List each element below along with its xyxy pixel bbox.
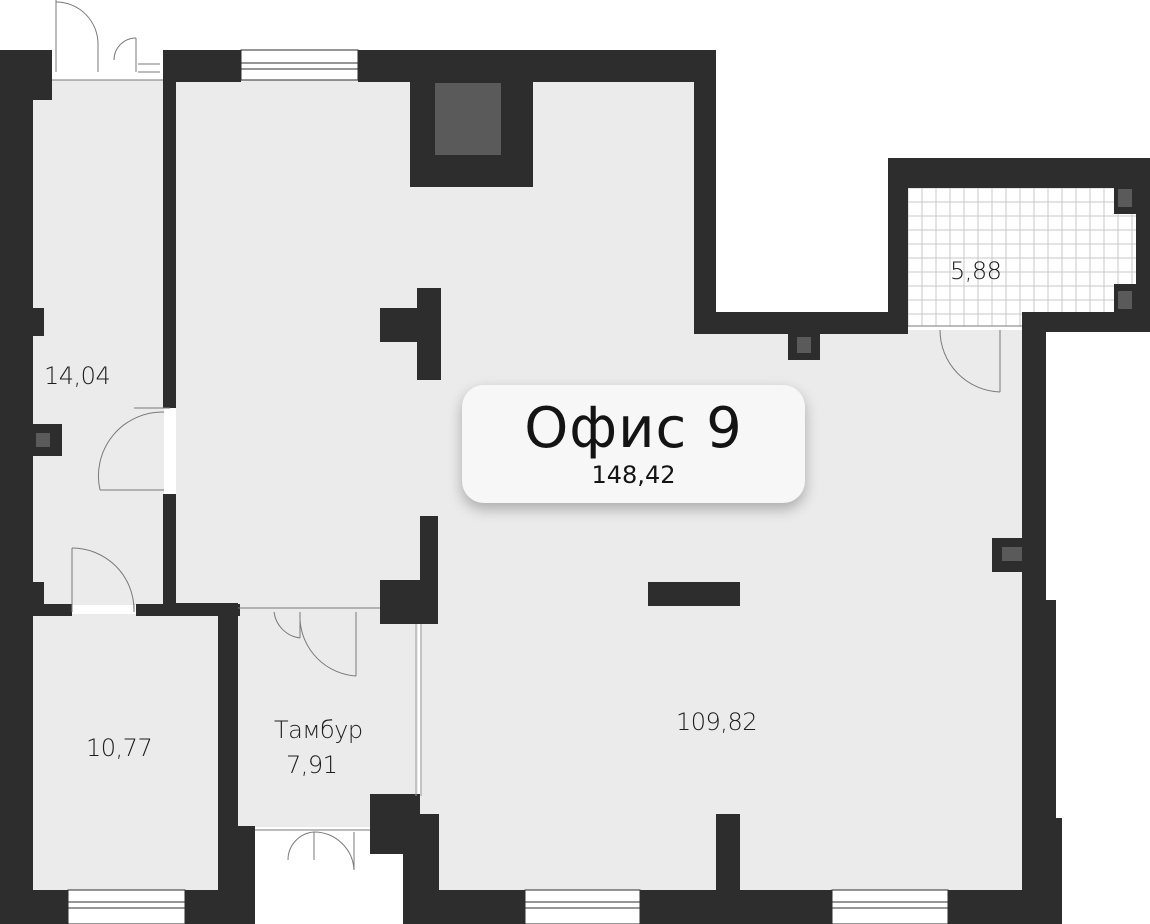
wall-bath-bottom-right xyxy=(1022,312,1150,332)
door-vestibule-top xyxy=(238,607,380,677)
wall-top-main-a xyxy=(163,50,241,82)
office-total-area: 148,42 xyxy=(591,461,676,489)
room-vestibule-name: Тамбур xyxy=(274,716,363,744)
window-bottom-1 xyxy=(67,889,186,924)
windows xyxy=(67,49,949,924)
column-corridor-lower xyxy=(32,582,44,606)
floor-vestibule xyxy=(238,612,418,827)
window-bottom-2 xyxy=(524,889,641,924)
wall-office-top-left xyxy=(32,604,72,616)
wall-main-right-upper xyxy=(694,50,716,330)
wall-bottom-stub xyxy=(716,814,740,924)
walls xyxy=(0,50,1150,924)
room-corridor-area: 14,04 xyxy=(44,362,111,390)
wall-step-horizontal xyxy=(694,312,908,334)
column-corridor-inner xyxy=(36,433,50,447)
window-top xyxy=(240,49,359,81)
wall-hall-bar xyxy=(648,582,740,606)
door-bathroom xyxy=(908,325,1022,393)
wall-right-upper xyxy=(1022,312,1046,616)
doors xyxy=(52,0,1022,871)
wall-bath-left xyxy=(888,158,908,334)
floor-corridor xyxy=(32,80,164,605)
floor-main-strip xyxy=(696,330,1026,340)
column-step-inner xyxy=(797,337,811,353)
wall-bottom-e xyxy=(948,890,1062,924)
column-bath-2-inner xyxy=(1118,291,1132,309)
wall-vest-bottom-wall xyxy=(403,814,439,924)
wall-vest-column xyxy=(420,516,438,608)
shaft-top xyxy=(435,83,501,155)
room-bathroom-area: 5,88 xyxy=(950,257,1002,285)
room-office-left-area: 10,77 xyxy=(86,734,153,762)
wall-bottom-a xyxy=(0,890,68,924)
wall-corridor-right-upper xyxy=(163,80,176,408)
window-bottom-3 xyxy=(831,889,949,924)
wall-t-horizontal xyxy=(380,308,424,342)
wall-left-outer xyxy=(0,50,33,924)
room-main-hall-area: 109,82 xyxy=(676,708,757,736)
wall-corridor-right-lower xyxy=(163,494,176,614)
wall-vest-top-a xyxy=(176,603,238,613)
wall-vest-bottom-left xyxy=(218,826,255,924)
floor-bathroom xyxy=(908,188,1136,326)
column-right-inner xyxy=(1002,547,1022,561)
wall-top-left-stub xyxy=(0,50,52,100)
door-office-left xyxy=(71,547,135,612)
wall-bath-top xyxy=(888,158,1150,188)
floor-office-left xyxy=(32,614,220,904)
title-card: Офис 9 148,42 xyxy=(462,385,805,503)
door-corridor-main xyxy=(97,407,170,491)
room-vestibule-area: 7,91 xyxy=(286,751,338,779)
door-vestibule-bottom xyxy=(255,829,370,871)
column-shading xyxy=(36,83,1132,561)
glass-partition xyxy=(415,624,422,796)
wall-bath-right xyxy=(1136,158,1150,326)
column-bath-1-inner xyxy=(1118,189,1132,207)
wall-right-mid xyxy=(1022,600,1056,826)
door-entrance-top xyxy=(52,0,163,81)
column-corridor-upper xyxy=(32,308,44,336)
office-title: Офис 9 xyxy=(524,396,743,461)
